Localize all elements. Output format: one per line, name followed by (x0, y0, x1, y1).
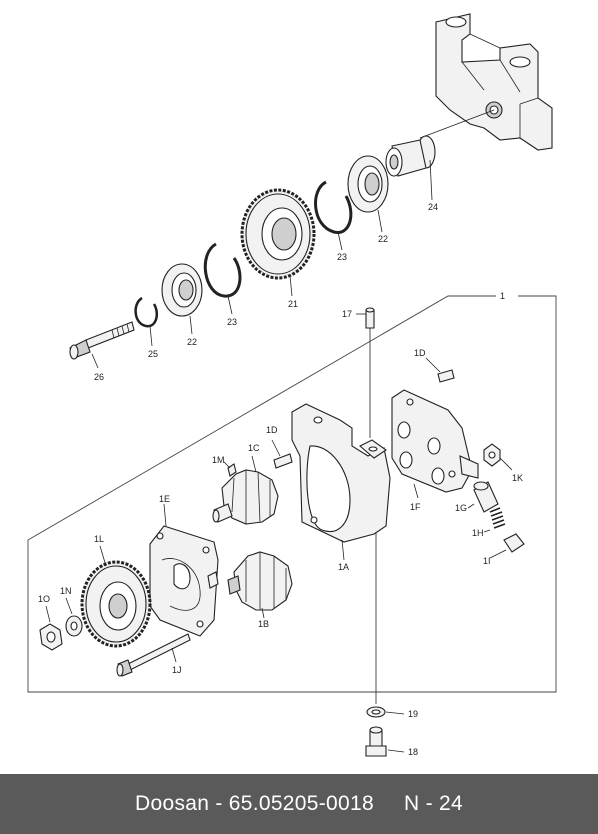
label-1F: 1F (410, 502, 421, 512)
label-25: 25 (148, 349, 158, 359)
part-1I-plug (489, 533, 525, 559)
label-18: 18 (408, 747, 418, 757)
label-1H: 1H (472, 528, 484, 538)
part-25-snap-ring (134, 296, 158, 347)
label-1I: 1I (483, 556, 491, 566)
label-1O: 1O (38, 594, 50, 604)
label-1C: 1C (248, 443, 260, 453)
label-23-upper: 23 (337, 252, 347, 262)
part-1E-gear-cover (149, 503, 219, 637)
part-1O-nut (39, 605, 63, 651)
assembly-1-frame (27, 295, 557, 693)
label-1B: 1B (258, 619, 269, 629)
part-19-washer (366, 706, 405, 718)
label-1A: 1A (338, 562, 349, 572)
part-1L-drive-gear (80, 545, 152, 648)
label-1E: 1E (159, 494, 170, 504)
part-21-idler-gear (240, 188, 316, 297)
page-number: N - 24 (403, 792, 463, 815)
part-18-bolt (365, 726, 405, 757)
part-1H-spring (483, 507, 506, 533)
label-24: 24 (428, 202, 438, 212)
part-1B-driven-gear (227, 551, 293, 619)
part-1K-nut (483, 443, 513, 471)
part-1D-pin-top (425, 357, 455, 383)
label-22-lower: 22 (187, 337, 197, 347)
part-24-bushing (385, 135, 436, 201)
part-1G-plunger (467, 481, 499, 513)
part-1D-pin-mid (271, 439, 293, 469)
label-1G: 1G (455, 503, 467, 513)
label-1L: 1L (94, 534, 104, 544)
part-1C-drive-gear (212, 455, 279, 525)
label-1D: 1D (266, 425, 278, 435)
label-1N: 1N (60, 586, 72, 596)
part-reference: Doosan - 65.05205-0018 (135, 792, 374, 815)
part-26-bolt (69, 321, 135, 369)
label-1: 1 (500, 291, 505, 301)
label-1J: 1J (172, 665, 182, 675)
label-19: 19 (408, 709, 418, 719)
label-23-lower: 23 (227, 317, 237, 327)
label-21: 21 (288, 299, 298, 309)
part-1N-washer (65, 597, 83, 637)
part-22-bearing-upper (347, 155, 389, 233)
part-1M-key (223, 461, 237, 477)
part-1A-pump-housing (291, 403, 391, 561)
label-22-upper: 22 (378, 234, 388, 244)
label-1D-top: 1D (414, 348, 426, 358)
part-23-circlip-lower (203, 242, 242, 315)
exploded-parts-diagram: 24 22 23 21 23 22 25 (27, 13, 557, 757)
part-22-bearing-lower (161, 263, 203, 335)
label-1K: 1K (512, 473, 523, 483)
label-1M: 1M (212, 455, 225, 465)
part-23-circlip-upper (314, 180, 353, 251)
label-17: 17 (342, 309, 352, 319)
footer-bar: Doosan - 65.05205-0018 N - 24 (0, 774, 598, 834)
part-1J-bolt (116, 633, 191, 677)
part-1F-cover-plate (391, 389, 479, 499)
engine-block-bracket (419, 13, 553, 151)
label-26: 26 (94, 372, 104, 382)
